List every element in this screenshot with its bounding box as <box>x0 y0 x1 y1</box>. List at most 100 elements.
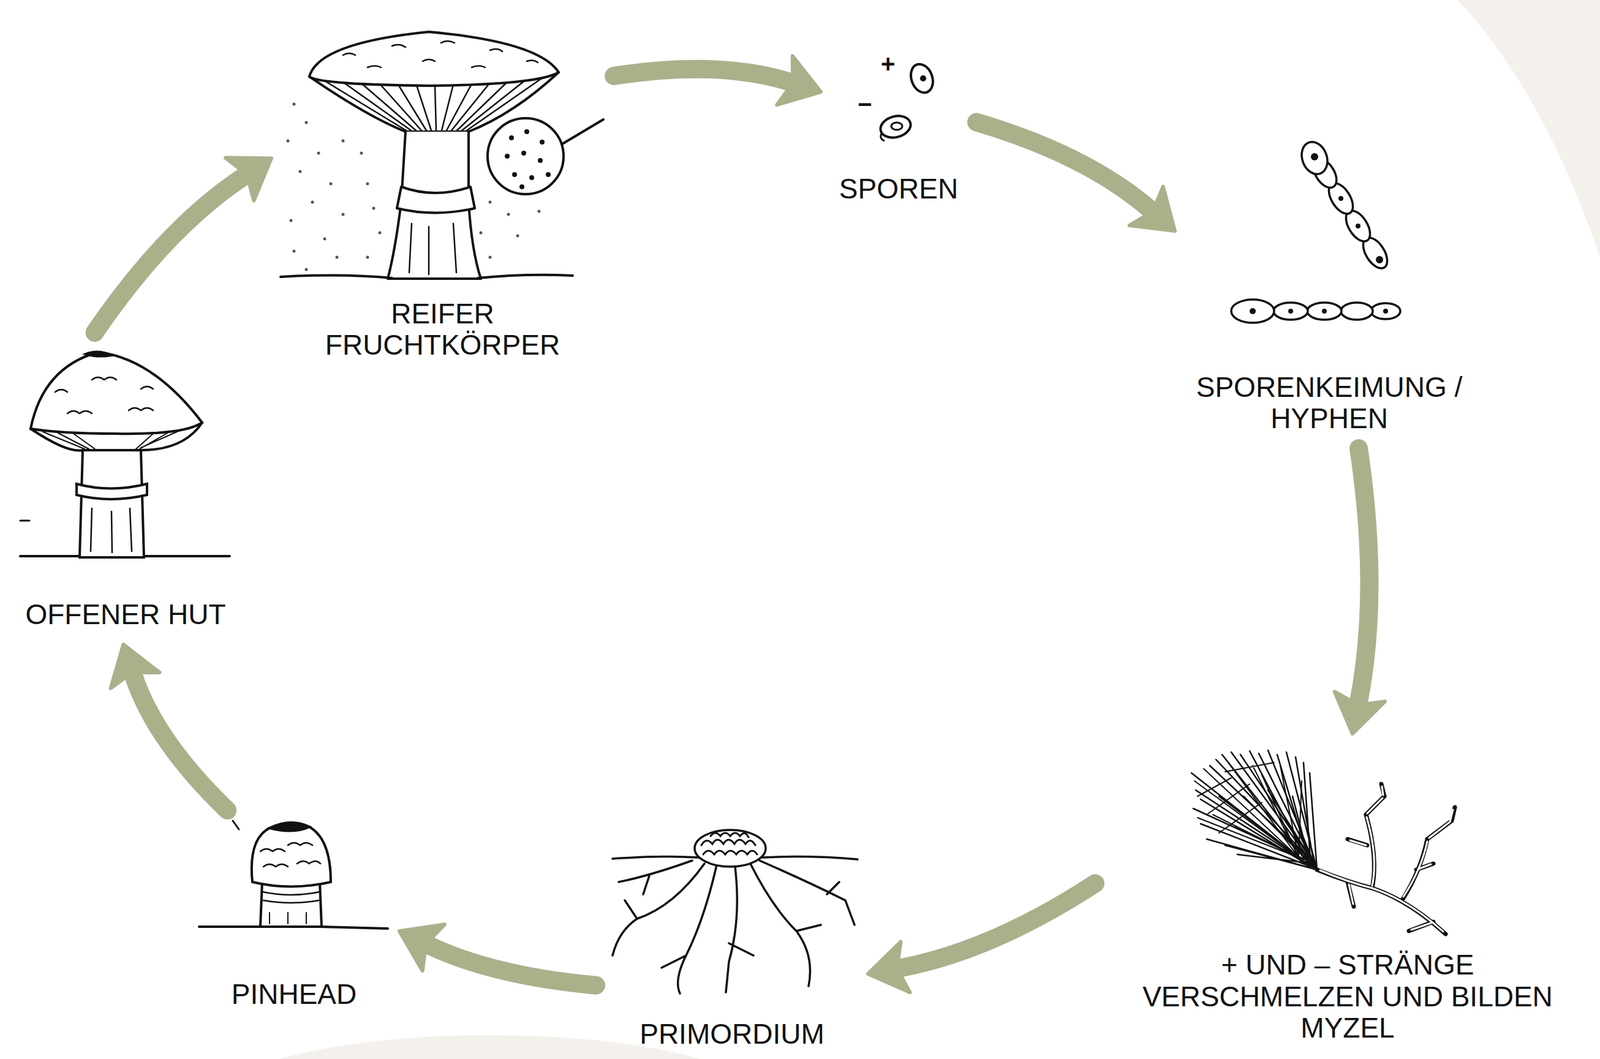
stage-node: SPOREN <box>828 52 970 212</box>
stage-node: SPORENKEIMUNG / HYPHEN <box>1182 140 1477 442</box>
open-cap-mushroom-part <box>30 352 203 434</box>
spore-stipple-part <box>507 213 511 217</box>
spore-dots-part <box>539 139 545 145</box>
hyphae-part <box>1249 153 1389 315</box>
spore-dots-part <box>529 175 535 181</box>
arrow-shaft <box>428 945 597 986</box>
spore-stipple-part <box>298 170 302 174</box>
arrow-shaft <box>94 175 246 333</box>
stage-label: + UND – STRÄNGE VERSCHMELZEN UND BILDEN … <box>1102 947 1593 1047</box>
arrow-head <box>867 942 911 993</box>
spores-part <box>880 132 885 141</box>
spores-part <box>877 112 913 141</box>
cycle-arrow <box>110 644 228 811</box>
spore-stipple-part <box>305 121 309 125</box>
open-cap-mushroom-part <box>85 351 112 356</box>
primordium-part <box>701 833 758 855</box>
mature-fruiting-body <box>280 31 604 279</box>
mycelium-part <box>1191 750 1317 870</box>
cycle-arrow <box>399 924 597 986</box>
mycelium <box>1191 750 1455 935</box>
stage-label: OFFENER HUT <box>20 596 231 634</box>
hyphae-part-part <box>1338 196 1344 201</box>
primordium <box>612 830 858 994</box>
pinhead-part <box>262 891 320 903</box>
stage-node: PINHEAD <box>196 817 393 1017</box>
open-cap-mushroom-part <box>76 483 148 500</box>
spore-stipple-part <box>311 200 315 204</box>
hyphae-part <box>1307 302 1342 320</box>
spores-part <box>920 75 927 82</box>
mature-fruiting-body-part <box>487 118 564 195</box>
hyphae-part <box>1340 302 1373 320</box>
spores-part <box>891 122 903 130</box>
hyphae-part <box>1231 299 1275 323</box>
pinhead-part <box>260 882 322 927</box>
open-cap-mushroom-part <box>55 377 154 414</box>
stage-label: PRIMORDIUM <box>634 1016 830 1053</box>
stage-label: REIFER FRUCHTKÖRPER <box>278 295 607 364</box>
mature-fruiting-body-part <box>387 131 481 279</box>
spore-stipple-part <box>366 182 370 186</box>
spore-dots-part <box>512 172 517 178</box>
hyphae-part-part <box>1249 308 1256 315</box>
hyphae-part <box>1273 302 1308 320</box>
arrow-head <box>225 158 272 201</box>
arrow-head <box>399 924 445 971</box>
hyphae-part-part <box>1321 308 1327 314</box>
hyphae-part-part <box>1383 308 1389 314</box>
mating-type-sign: + <box>880 51 895 76</box>
arrow-head <box>1129 186 1175 231</box>
background-shape <box>1457 0 1600 258</box>
stage-node: OFFENER HUT <box>15 339 236 638</box>
spore-dots-part <box>519 184 525 190</box>
spore-stipple-part <box>292 102 296 106</box>
spore-stipple-part <box>317 151 321 155</box>
spore-dots-part <box>524 129 530 135</box>
hyphae-part-part <box>1375 256 1384 264</box>
cycle-arrow <box>94 158 272 333</box>
spores-part <box>907 61 937 97</box>
hyphae-part <box>1370 303 1401 320</box>
spore-stipple-part <box>488 200 492 204</box>
stage-label: PINHEAD <box>226 976 362 1014</box>
spore-stipple-part <box>366 256 370 260</box>
arrow-head <box>110 644 160 689</box>
open-cap-mushroom <box>20 351 230 558</box>
arrow-shaft <box>899 883 1096 968</box>
cycle-arrow <box>976 121 1175 231</box>
open-cap-mushroom-part <box>90 508 132 553</box>
spore-dots-part <box>545 172 551 178</box>
arrow-shaft <box>132 674 228 811</box>
spore-stipple-part <box>286 139 290 143</box>
mycelium-part <box>1194 762 1302 858</box>
spore-stipple-part <box>516 234 520 238</box>
mature-fruiting-body-part <box>562 119 604 144</box>
spore-stipple-part <box>537 210 541 214</box>
hyphae-part-part <box>1355 223 1361 229</box>
spore-stipple-part <box>372 207 376 211</box>
mature-fruiting-body-part <box>343 41 538 68</box>
cycle-arrow <box>1334 448 1385 734</box>
pinhead-part <box>260 842 321 867</box>
spore-stipple-part <box>378 231 382 235</box>
spore-stipple-part <box>335 256 339 260</box>
primordium-part <box>694 830 766 867</box>
hyphae <box>1231 138 1401 323</box>
spore-stipple-part <box>292 249 296 253</box>
pinhead-part <box>269 822 310 831</box>
pinhead <box>199 820 388 929</box>
pinhead-part <box>251 822 331 887</box>
stage-node: + UND – STRÄNGE VERSCHMELZEN UND BILDEN … <box>1102 741 1593 1051</box>
mycelium-part <box>1316 784 1455 935</box>
hyphae-part-part <box>1310 153 1319 161</box>
cycle-arrow <box>867 883 1096 993</box>
mycelium-part <box>1320 786 1453 932</box>
pinhead-part <box>269 912 307 924</box>
mature-fruiting-body-part <box>280 275 573 279</box>
mature-fruiting-body-part <box>309 31 559 86</box>
hyphae-part <box>1297 138 1332 178</box>
spore-stipple-part <box>329 182 333 186</box>
spore-dots-part <box>521 150 527 156</box>
